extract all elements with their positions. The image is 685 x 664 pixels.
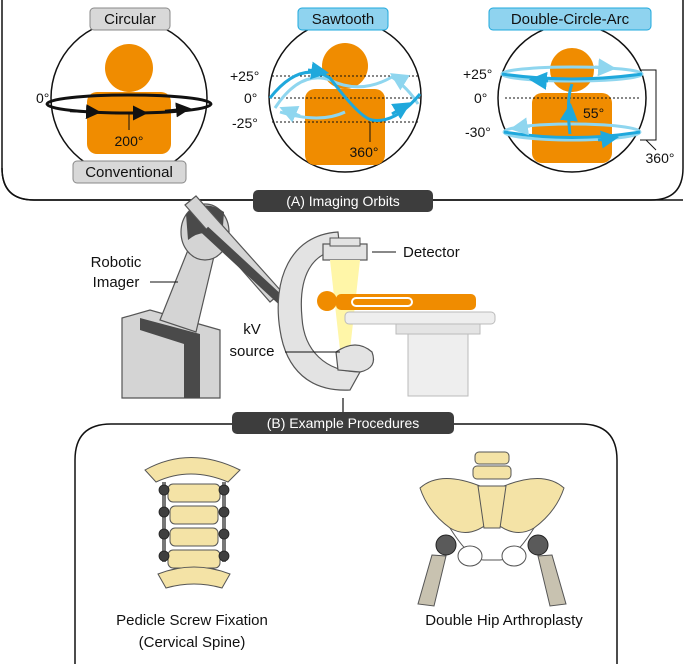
tag-circular: Circular bbox=[89, 7, 171, 31]
sawtooth-angle-bottom: 360° bbox=[350, 144, 379, 160]
c-arm bbox=[277, 231, 375, 391]
tag-sawtooth: Sawtooth bbox=[297, 7, 389, 31]
svg-text:kV: kV bbox=[243, 321, 261, 338]
svg-text:Circular: Circular bbox=[104, 11, 156, 28]
sawtooth-tick-low: -25° bbox=[232, 115, 258, 131]
patient-head bbox=[105, 44, 153, 92]
section-b-title-pill: (B) Example Procedures bbox=[232, 412, 454, 434]
section-a-frame bbox=[1, 0, 684, 201]
sawtooth-tick-top: +25° bbox=[230, 68, 259, 84]
section-a-title-pill: (A) Imaging Orbits bbox=[253, 190, 433, 212]
circular-angle-bottom: 200° bbox=[115, 133, 144, 149]
orbit-sawtooth: +25° 0° -25° 360° bbox=[230, 19, 422, 173]
dca-tick-top: +25° bbox=[463, 66, 492, 82]
svg-text:source: source bbox=[229, 343, 274, 360]
label-kv-source: kV source bbox=[229, 321, 340, 360]
robotic-imager bbox=[121, 195, 289, 399]
dca-angle-bottom: 360° bbox=[646, 150, 675, 166]
section-b-title: (B) Example Procedures bbox=[267, 415, 420, 431]
dca-arc-angle: 55° bbox=[583, 105, 604, 121]
svg-text:Imager: Imager bbox=[93, 274, 140, 291]
svg-text:Conventional: Conventional bbox=[85, 164, 173, 181]
kv-source bbox=[335, 344, 375, 373]
patient-body bbox=[532, 93, 612, 163]
tag-double-circle-arc: Double-Circle-Arc bbox=[488, 7, 652, 31]
procedure-spine-line2: (Cervical Spine) bbox=[139, 634, 246, 651]
patient-lying bbox=[317, 291, 476, 311]
label-detector: Detector bbox=[372, 244, 460, 261]
svg-text:Detector: Detector bbox=[403, 244, 460, 261]
svg-text:Robotic: Robotic bbox=[91, 254, 142, 271]
procedure-hip: Double Hip Arthroplasty bbox=[425, 612, 583, 629]
pelvis-illustration bbox=[417, 451, 567, 607]
cervical-spine-illustration bbox=[144, 457, 241, 589]
circular-angle-left: 0° bbox=[36, 90, 49, 106]
patient-head bbox=[322, 43, 368, 89]
orbit-circular: 0° 200° bbox=[36, 19, 213, 177]
orbit-double-circle-arc: +25° 0° -30° 55° 360° bbox=[463, 23, 675, 173]
svg-text:Sawtooth: Sawtooth bbox=[312, 11, 375, 28]
patient-table bbox=[344, 311, 496, 397]
dca-tick-mid: 0° bbox=[474, 90, 487, 106]
procedure-spine-line1: Pedicle Screw Fixation bbox=[116, 612, 268, 629]
svg-text:Double-Circle-Arc: Double-Circle-Arc bbox=[511, 11, 630, 28]
patient-body bbox=[305, 89, 385, 165]
tag-conventional: Conventional bbox=[72, 160, 187, 184]
section-a-title: (A) Imaging Orbits bbox=[286, 193, 400, 209]
label-robotic-imager: Robotic Imager bbox=[91, 254, 178, 291]
sawtooth-tick-mid: 0° bbox=[244, 90, 257, 106]
dca-tick-low: -30° bbox=[465, 124, 491, 140]
